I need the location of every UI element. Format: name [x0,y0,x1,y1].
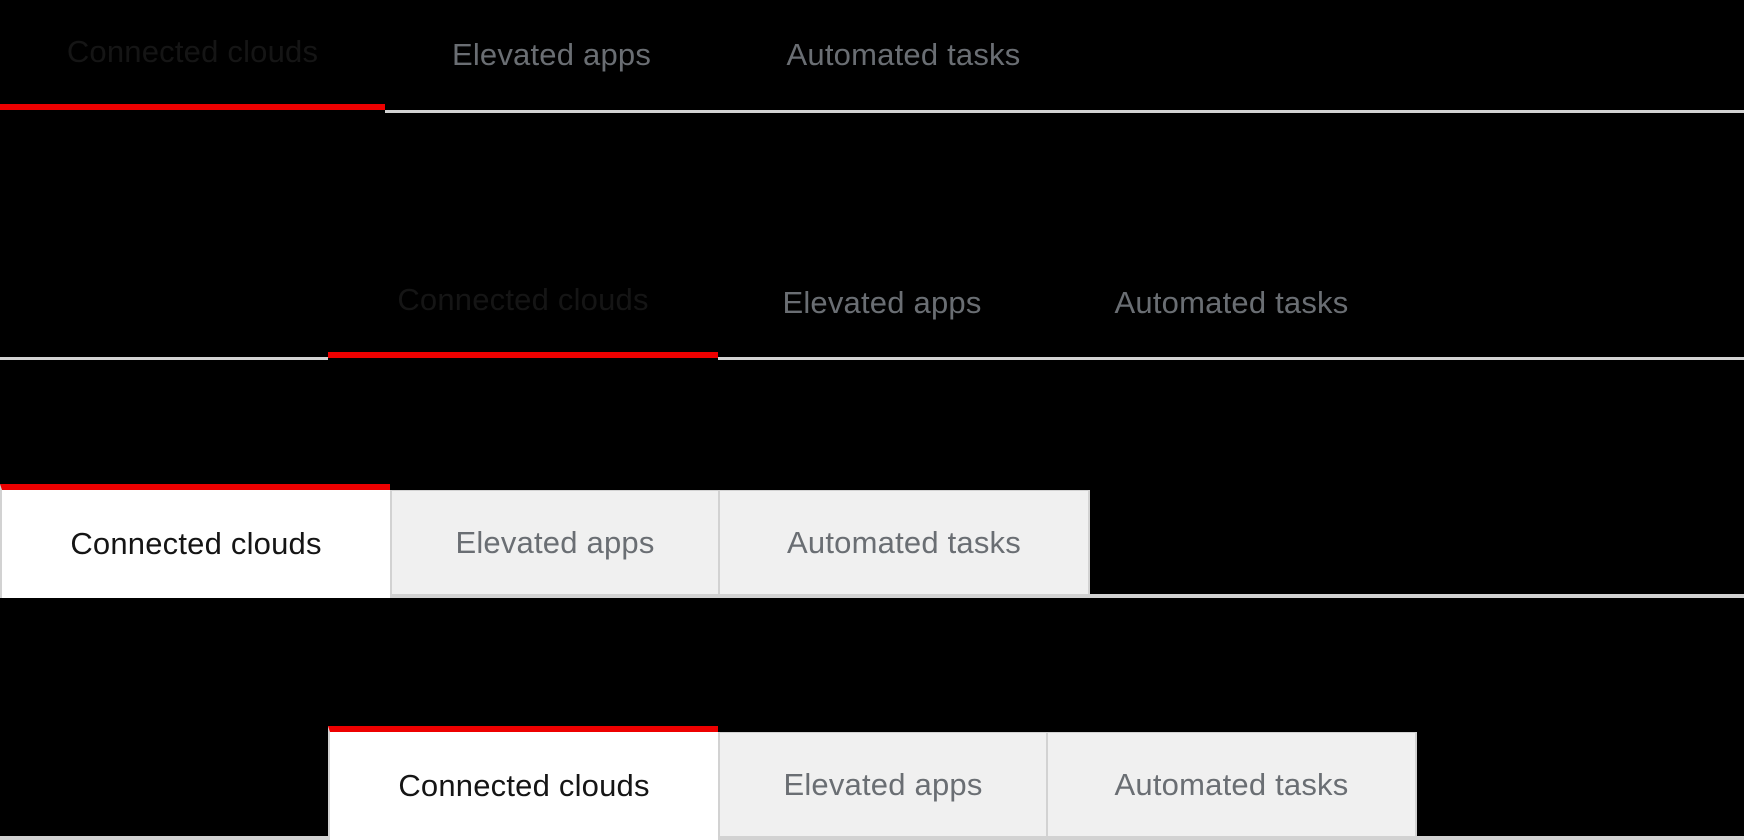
tabs-row-box: Connected clouds Elevated apps Automated… [0,484,1744,598]
tab-label: Elevated apps [455,524,655,560]
tab-label: Connected clouds [398,768,650,803]
tab-label: Automated tasks [786,37,1021,72]
tab-elevated-apps[interactable]: Elevated apps [390,490,718,594]
tabs-row-box-inset: Connected clouds Elevated apps Automated… [0,726,1744,840]
tab-label: Automated tasks [1114,766,1349,802]
tab-connected-clouds[interactable]: Connected clouds [328,726,718,840]
tab-label: Elevated apps [451,37,652,72]
tab-label: Automated tasks [1114,285,1349,320]
tabs-bottom-rule [718,357,1744,360]
tab-label: Connected clouds [70,526,322,561]
tab-elevated-apps[interactable]: Elevated apps [718,248,1046,358]
tabs-row-line: Connected clouds Elevated apps Automated… [0,0,1744,113]
tab-connected-clouds[interactable]: Connected clouds [0,0,385,110]
tab-connected-clouds[interactable]: Connected clouds [328,248,718,358]
tabs-row-line-inset: Connected clouds Elevated apps Automated… [0,248,1744,360]
tab-label: Connected clouds [66,34,319,69]
tabs-bottom-rule [718,836,1744,840]
tabs-bottom-rule [385,110,1744,113]
tab-elevated-apps[interactable]: Elevated apps [385,0,718,110]
tab-automated-tasks[interactable]: Automated tasks [1046,248,1417,358]
tab-elevated-apps[interactable]: Elevated apps [718,732,1046,836]
tab-automated-tasks[interactable]: Automated tasks [1046,732,1417,836]
tab-automated-tasks[interactable]: Automated tasks [718,490,1090,594]
tab-label: Connected clouds [397,282,649,317]
tabs-bottom-rule [390,594,1744,598]
tab-connected-clouds[interactable]: Connected clouds [0,484,390,598]
tabs-bottom-rule [0,357,328,360]
tab-label: Elevated apps [783,766,983,802]
tab-label: Automated tasks [787,524,1021,560]
tab-label: Elevated apps [782,285,982,320]
tabs-bottom-rule [0,836,330,840]
tab-automated-tasks[interactable]: Automated tasks [718,0,1089,110]
